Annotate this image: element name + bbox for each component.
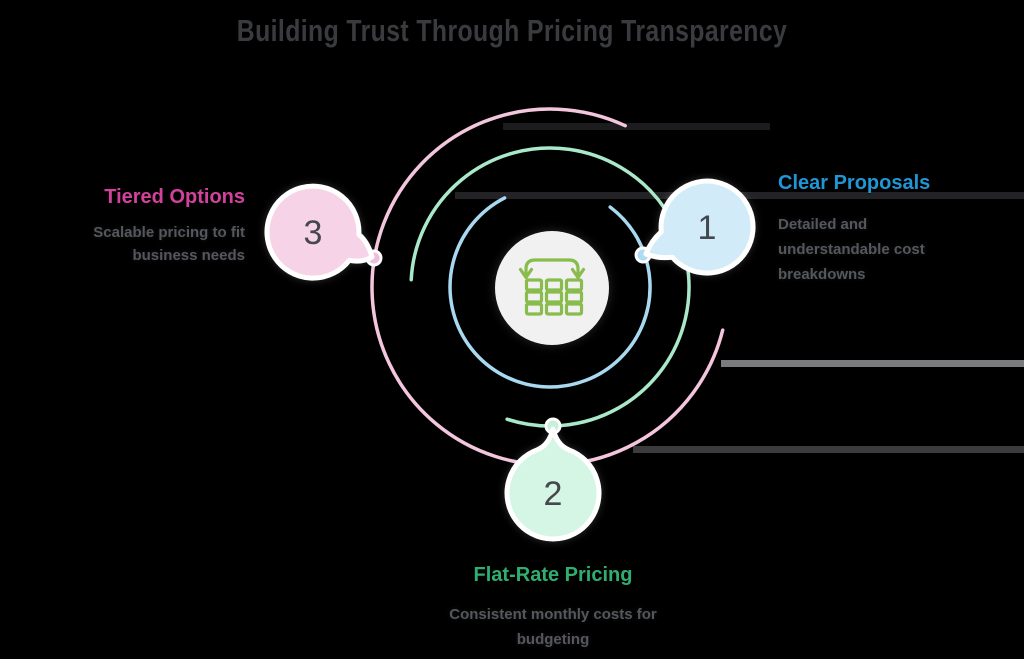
node-description-clear-proposals: Detailed and understandable cost breakdo… xyxy=(778,216,925,283)
node-number-2: 2 xyxy=(544,475,563,513)
center-circle xyxy=(495,231,609,345)
background-stripe-faint xyxy=(503,123,770,130)
page-title: Building Trust Through Pricing Transpare… xyxy=(236,13,788,48)
node-description-tiered-options: Scalable pricing to fit business needs xyxy=(93,224,245,264)
node-number-1: 1 xyxy=(698,209,717,247)
node-description-flat-rate-pricing: Consistent monthly costs for budgeting xyxy=(449,606,657,648)
node-bubble-1 xyxy=(643,178,756,276)
node-bubble-3 xyxy=(264,183,375,281)
node-number-3: 3 xyxy=(304,214,323,252)
background-stripe-dark xyxy=(633,446,1024,453)
node-label-clear-proposals: Clear Proposals xyxy=(778,172,931,194)
orbit-arc-inner-blue xyxy=(448,196,652,389)
orbit-arc-outer-pink xyxy=(370,107,725,467)
comparison-columns-icon xyxy=(518,258,586,316)
node-label-flat-rate-pricing: Flat-Rate Pricing xyxy=(473,564,633,586)
node-label-tiered-options: Tiered Options xyxy=(104,186,245,208)
node-bubble-2 xyxy=(504,426,602,542)
center-hub xyxy=(495,231,609,345)
background-stripe-light xyxy=(721,360,1024,367)
